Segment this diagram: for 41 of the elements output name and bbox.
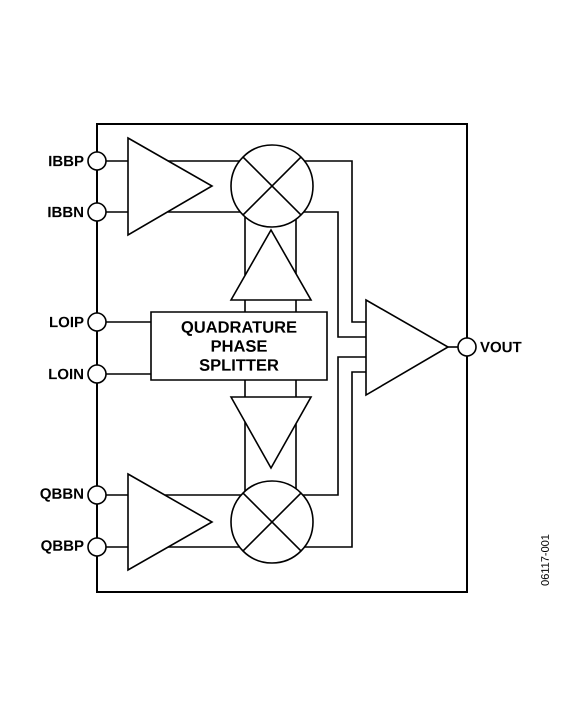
node-label: LOIP xyxy=(50,316,84,328)
pin: QBBN xyxy=(40,485,107,505)
signal-line xyxy=(295,300,297,312)
signal-line xyxy=(168,160,240,162)
signal-line xyxy=(106,160,128,162)
pin: QBBP xyxy=(41,537,107,557)
figure-number: 06117-001 xyxy=(541,534,549,586)
signal-line xyxy=(106,494,128,496)
mixer-symbol xyxy=(230,480,314,564)
signal-line xyxy=(303,356,366,496)
pin: VOUT xyxy=(457,337,522,357)
signal-line xyxy=(165,494,241,496)
signal-line xyxy=(304,160,366,323)
signal-line xyxy=(295,219,297,274)
node-label: IBBP xyxy=(49,156,84,166)
node-label: LOIN xyxy=(49,368,83,380)
node-label: IBBN xyxy=(48,206,83,218)
signal-line xyxy=(244,422,246,491)
signal-line xyxy=(106,373,151,375)
signal-line xyxy=(244,300,246,312)
pin: LOIN xyxy=(49,364,107,384)
signal-line xyxy=(168,211,240,213)
signal-line xyxy=(295,380,297,397)
signal-line xyxy=(106,211,128,213)
pin: IBBP xyxy=(49,151,107,171)
node-label: VOUT xyxy=(480,342,522,352)
mixer-symbol xyxy=(230,144,314,228)
node-label: QBBN xyxy=(40,488,83,502)
node-label: QBBP xyxy=(41,540,84,554)
signal-line xyxy=(295,424,297,489)
signal-line xyxy=(106,321,151,323)
pin: LOIP xyxy=(50,312,107,332)
signal-line xyxy=(168,546,240,548)
signal-line xyxy=(448,346,458,348)
signal-line xyxy=(244,217,246,275)
pin: IBBN xyxy=(48,202,107,222)
signal-line xyxy=(304,211,366,338)
signal-line xyxy=(244,380,246,397)
splitter-box: QUADRATURE PHASE SPLITTER xyxy=(150,311,328,381)
signal-line xyxy=(304,371,366,548)
signal-line xyxy=(106,546,128,548)
